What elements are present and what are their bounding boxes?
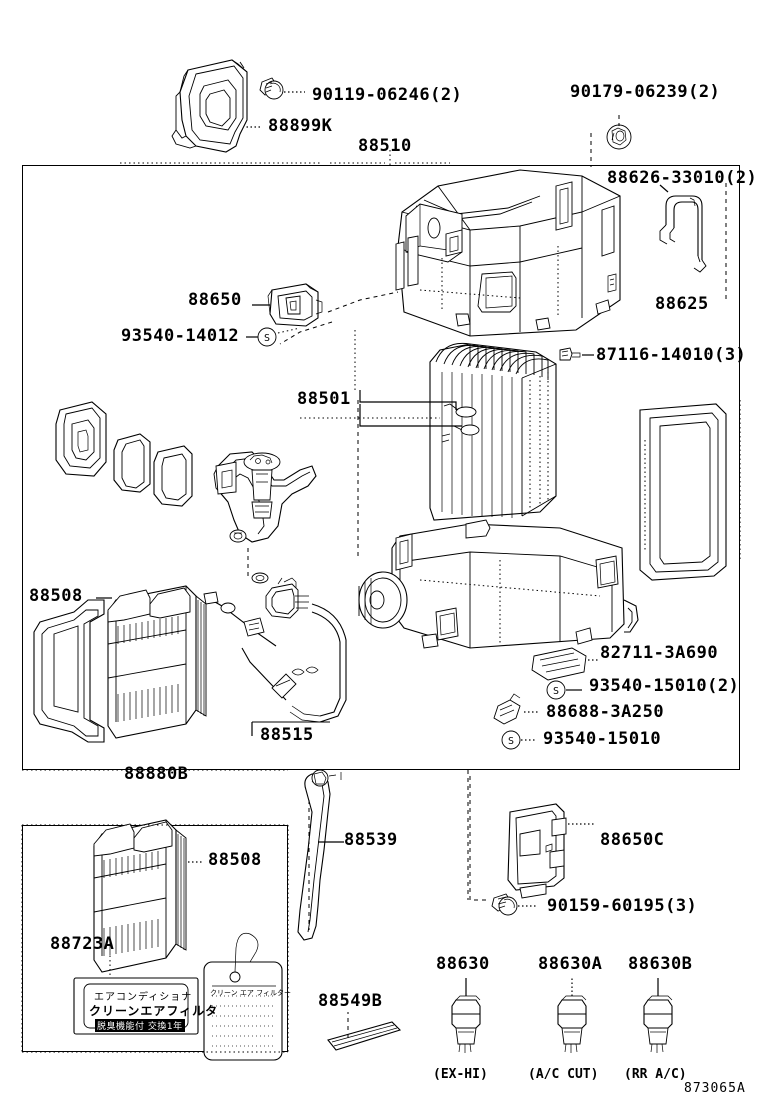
sticker-line-1: エアコンディショナ — [94, 992, 193, 1003]
label-90179-06239: 90179-06239(2) — [570, 82, 721, 102]
label-88630b: 88630B — [628, 954, 693, 974]
tag-header-text: クリーン エア フィルター — [210, 989, 291, 997]
label-93540-15010: 93540-15010 — [543, 729, 662, 749]
label-93540-15010-2: 93540-15010(2) — [589, 676, 740, 696]
label-93540-14012: 93540-14012 — [121, 326, 240, 346]
label-88650: 88650 — [188, 290, 242, 310]
sublabel-88630b: (RR A/C) — [624, 1067, 687, 1082]
sticker-line-2: クリーンエアフィルタ — [89, 1004, 219, 1018]
nut-90179-art — [606, 124, 632, 150]
label-88723a: 88723A — [50, 934, 115, 954]
screw-90159-art — [491, 893, 538, 916]
label-88501: 88501 — [297, 389, 351, 409]
label-88539: 88539 — [344, 830, 398, 850]
label-88625: 88625 — [655, 294, 709, 314]
seal-88549b-art — [327, 1012, 402, 1051]
label-88549b: 88549B — [318, 991, 383, 1011]
label-88508-lower: 88508 — [208, 850, 262, 870]
relay-88630a-art — [557, 978, 587, 1053]
sticker-line-3: 脱臭機能付 交換1年 — [95, 1019, 185, 1032]
label-88880b: 88880B — [124, 764, 189, 784]
label-88630a: 88630A — [538, 954, 603, 974]
label-88630: 88630 — [436, 954, 490, 974]
label-82711-3A690: 82711-3A690 — [600, 643, 719, 663]
label-88510: 88510 — [358, 136, 412, 156]
label-90159-60195: 90159-60195(3) — [547, 896, 698, 916]
amplifier-88650c-art — [469, 776, 567, 901]
label-90119-06246: 90119-06246(2) — [312, 85, 463, 105]
label-87116-14010: 87116-14010(3) — [596, 345, 747, 365]
label-88899k: 88899K — [268, 116, 333, 136]
screw-90119-art — [259, 77, 305, 100]
sublabel-88630a: (A/C CUT) — [528, 1067, 599, 1082]
label-88626-33010: 88626-33010(2) — [607, 168, 758, 188]
diagram-number: 873065A — [684, 1081, 746, 1096]
relay-88630b-art — [643, 978, 673, 1053]
label-88688-3A250: 88688-3A250 — [546, 702, 665, 722]
hose-88539-art — [297, 769, 342, 941]
label-88508-upper: 88508 — [29, 586, 83, 606]
label-88650c: 88650C — [600, 830, 665, 850]
duct-88899k-art — [171, 59, 248, 153]
relay-88630-art — [451, 978, 481, 1053]
sublabel-88630: (EX-HI) — [433, 1067, 488, 1082]
label-88515: 88515 — [260, 725, 314, 745]
